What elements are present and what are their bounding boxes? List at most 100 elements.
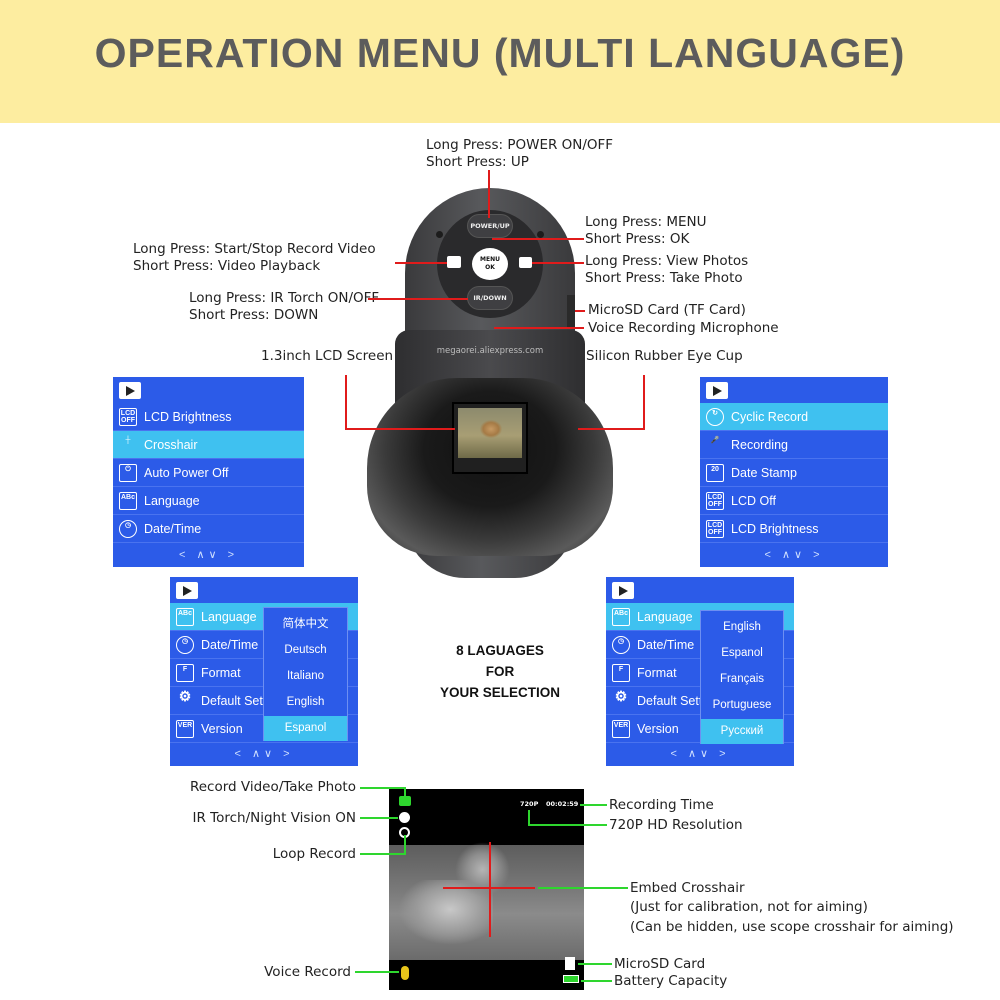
page-title: OPERATION MENU (MULTI LANGUAGE) [94,30,906,76]
language-option-selected[interactable]: Pусский [701,719,783,744]
vf-label-microsd: MicroSD Card [614,956,706,972]
language-dropdown[interactable]: 简体中文 Deutsch Italiano English Espanol [263,607,348,741]
power-callout-short: Short Press: UP [426,154,529,170]
device-url: megaorei.aliexpress.com [436,346,544,356]
selection-line-2: FOR [485,664,515,679]
lcd-off-icon: LCD OFF [706,520,724,538]
language-option[interactable]: 简体中文 [282,618,329,630]
row-label: LCD Off [731,494,776,508]
language-option-selected[interactable]: Espanol [264,716,347,741]
clock-icon: ◷ [612,636,630,654]
menu-callout-short: Short Press: OK [585,231,690,247]
crosshair-vertical [489,842,491,937]
vf-label-crosshair-note-2: (Can be hidden, use scope crosshair for … [630,919,954,935]
video-camera-icon [447,256,461,268]
menu-row-date-time[interactable]: ◷Date/Time [113,515,304,543]
power-icon: ⏻ [119,464,137,482]
row-label: Default Setti [201,694,270,708]
language-option[interactable]: Portuguese [712,699,772,711]
leader-ir-torch [360,817,398,819]
leader-record-photo-v [404,787,406,797]
lcd-off-icon: LCD OFF [706,492,724,510]
photo-callout-short: Short Press: Take Photo [585,270,743,286]
menu-row-auto-power-off[interactable]: ⏻ Auto Power Off [113,459,304,487]
leader-menu [492,238,584,240]
power-callout-long: Long Press: POWER ON/OFF [426,137,614,153]
calendar-icon: 20 [706,464,724,482]
vf-label-loop-record: Loop Record [272,846,356,862]
vf-label-crosshair: Embed Crosshair [630,880,745,896]
leader-eyecup-v [643,375,645,429]
menu-row-crosshair[interactable]: ┼Crosshair [113,431,304,459]
language-dropdown[interactable]: English Espanol Français Portuguese Pусс… [700,610,784,744]
leader-eyecup-h [578,428,645,430]
ir-callout-long: Long Press: IR Torch ON/OFF [189,290,380,306]
battery-icon [563,975,579,983]
language-option[interactable]: Espanol [721,647,763,659]
photo-callout-long: Long Press: View Photos [585,253,749,269]
leader-mic [494,327,584,329]
language-count-text: 8 LAGUAGES FOR YOUR SELECTION [0,640,1000,703]
video-mode-icon [176,582,198,599]
ir-led-left [436,231,443,238]
row-label: Version [637,722,679,736]
gear-icon: ⚙ [178,688,192,704]
cyclic-icon: ↻ [706,408,724,426]
language-option[interactable]: Deutsch [284,644,327,656]
vf-label-voice-record: Voice Record [264,964,351,980]
row-label: Cyclic Record [731,410,809,424]
leader-lcd-h [345,428,455,430]
row-label: Language [144,494,200,508]
menu-header [700,377,888,403]
language-option[interactable]: English [723,621,761,633]
selection-line-1: 8 LAGUAGES [456,643,544,658]
ir-led-right [537,231,544,238]
video-mode-icon [119,382,141,399]
language-icon: ABc [612,608,630,626]
version-icon: VER [612,720,630,738]
ir-down-button: IR/DOWN [467,286,513,310]
row-label: Format [637,666,677,680]
resolution-readout: 720P [520,800,539,808]
language-option[interactable]: Français [719,673,765,685]
row-label: Version [201,722,243,736]
menu-row-recording[interactable]: 🎤Recording [700,431,888,459]
crosshair-horizontal [443,887,535,889]
vf-label-hd: 720P HD Resolution [609,817,743,833]
microphone-icon [401,966,409,980]
eyecup-callout: Silicon Rubber Eye Cup [586,348,743,364]
menu-row-lcd-off[interactable]: LCD OFF LCD Off [700,487,888,515]
vf-label-recording-time: Recording Time [609,797,714,813]
language-icon: ABc [176,608,194,626]
leader-record-photo [360,787,406,789]
vf-label-ir-torch: IR Torch/Night Vision ON [192,810,356,826]
video-mode-icon [706,382,728,399]
menu-callout-long: Long Press: MENU [585,214,707,230]
lcd-off-icon: LCD OFF [119,408,137,426]
video-mode-icon [612,582,634,599]
ir-callout-short: Short Press: DOWN [189,307,319,323]
leader-photo [532,262,584,264]
leader-hd-v [528,810,530,825]
video-record-icon [399,796,411,806]
leader-voice [355,971,399,973]
leader-lcd-v [345,375,347,429]
menu-header [113,377,304,403]
menu-row-cyclic-record[interactable]: ↻ Cyclic Record [700,403,888,431]
language-option[interactable]: English [286,696,325,708]
row-label: Language [201,610,257,624]
row-label: Auto Power Off [144,466,229,480]
menu-row-version[interactable]: VER Version [170,715,358,743]
language-option[interactable]: Italiano [286,670,325,682]
leader-record [395,262,447,264]
power-up-button: POWER/UP [467,214,513,238]
row-label: Format [201,666,241,680]
version-icon: VER [176,720,194,738]
